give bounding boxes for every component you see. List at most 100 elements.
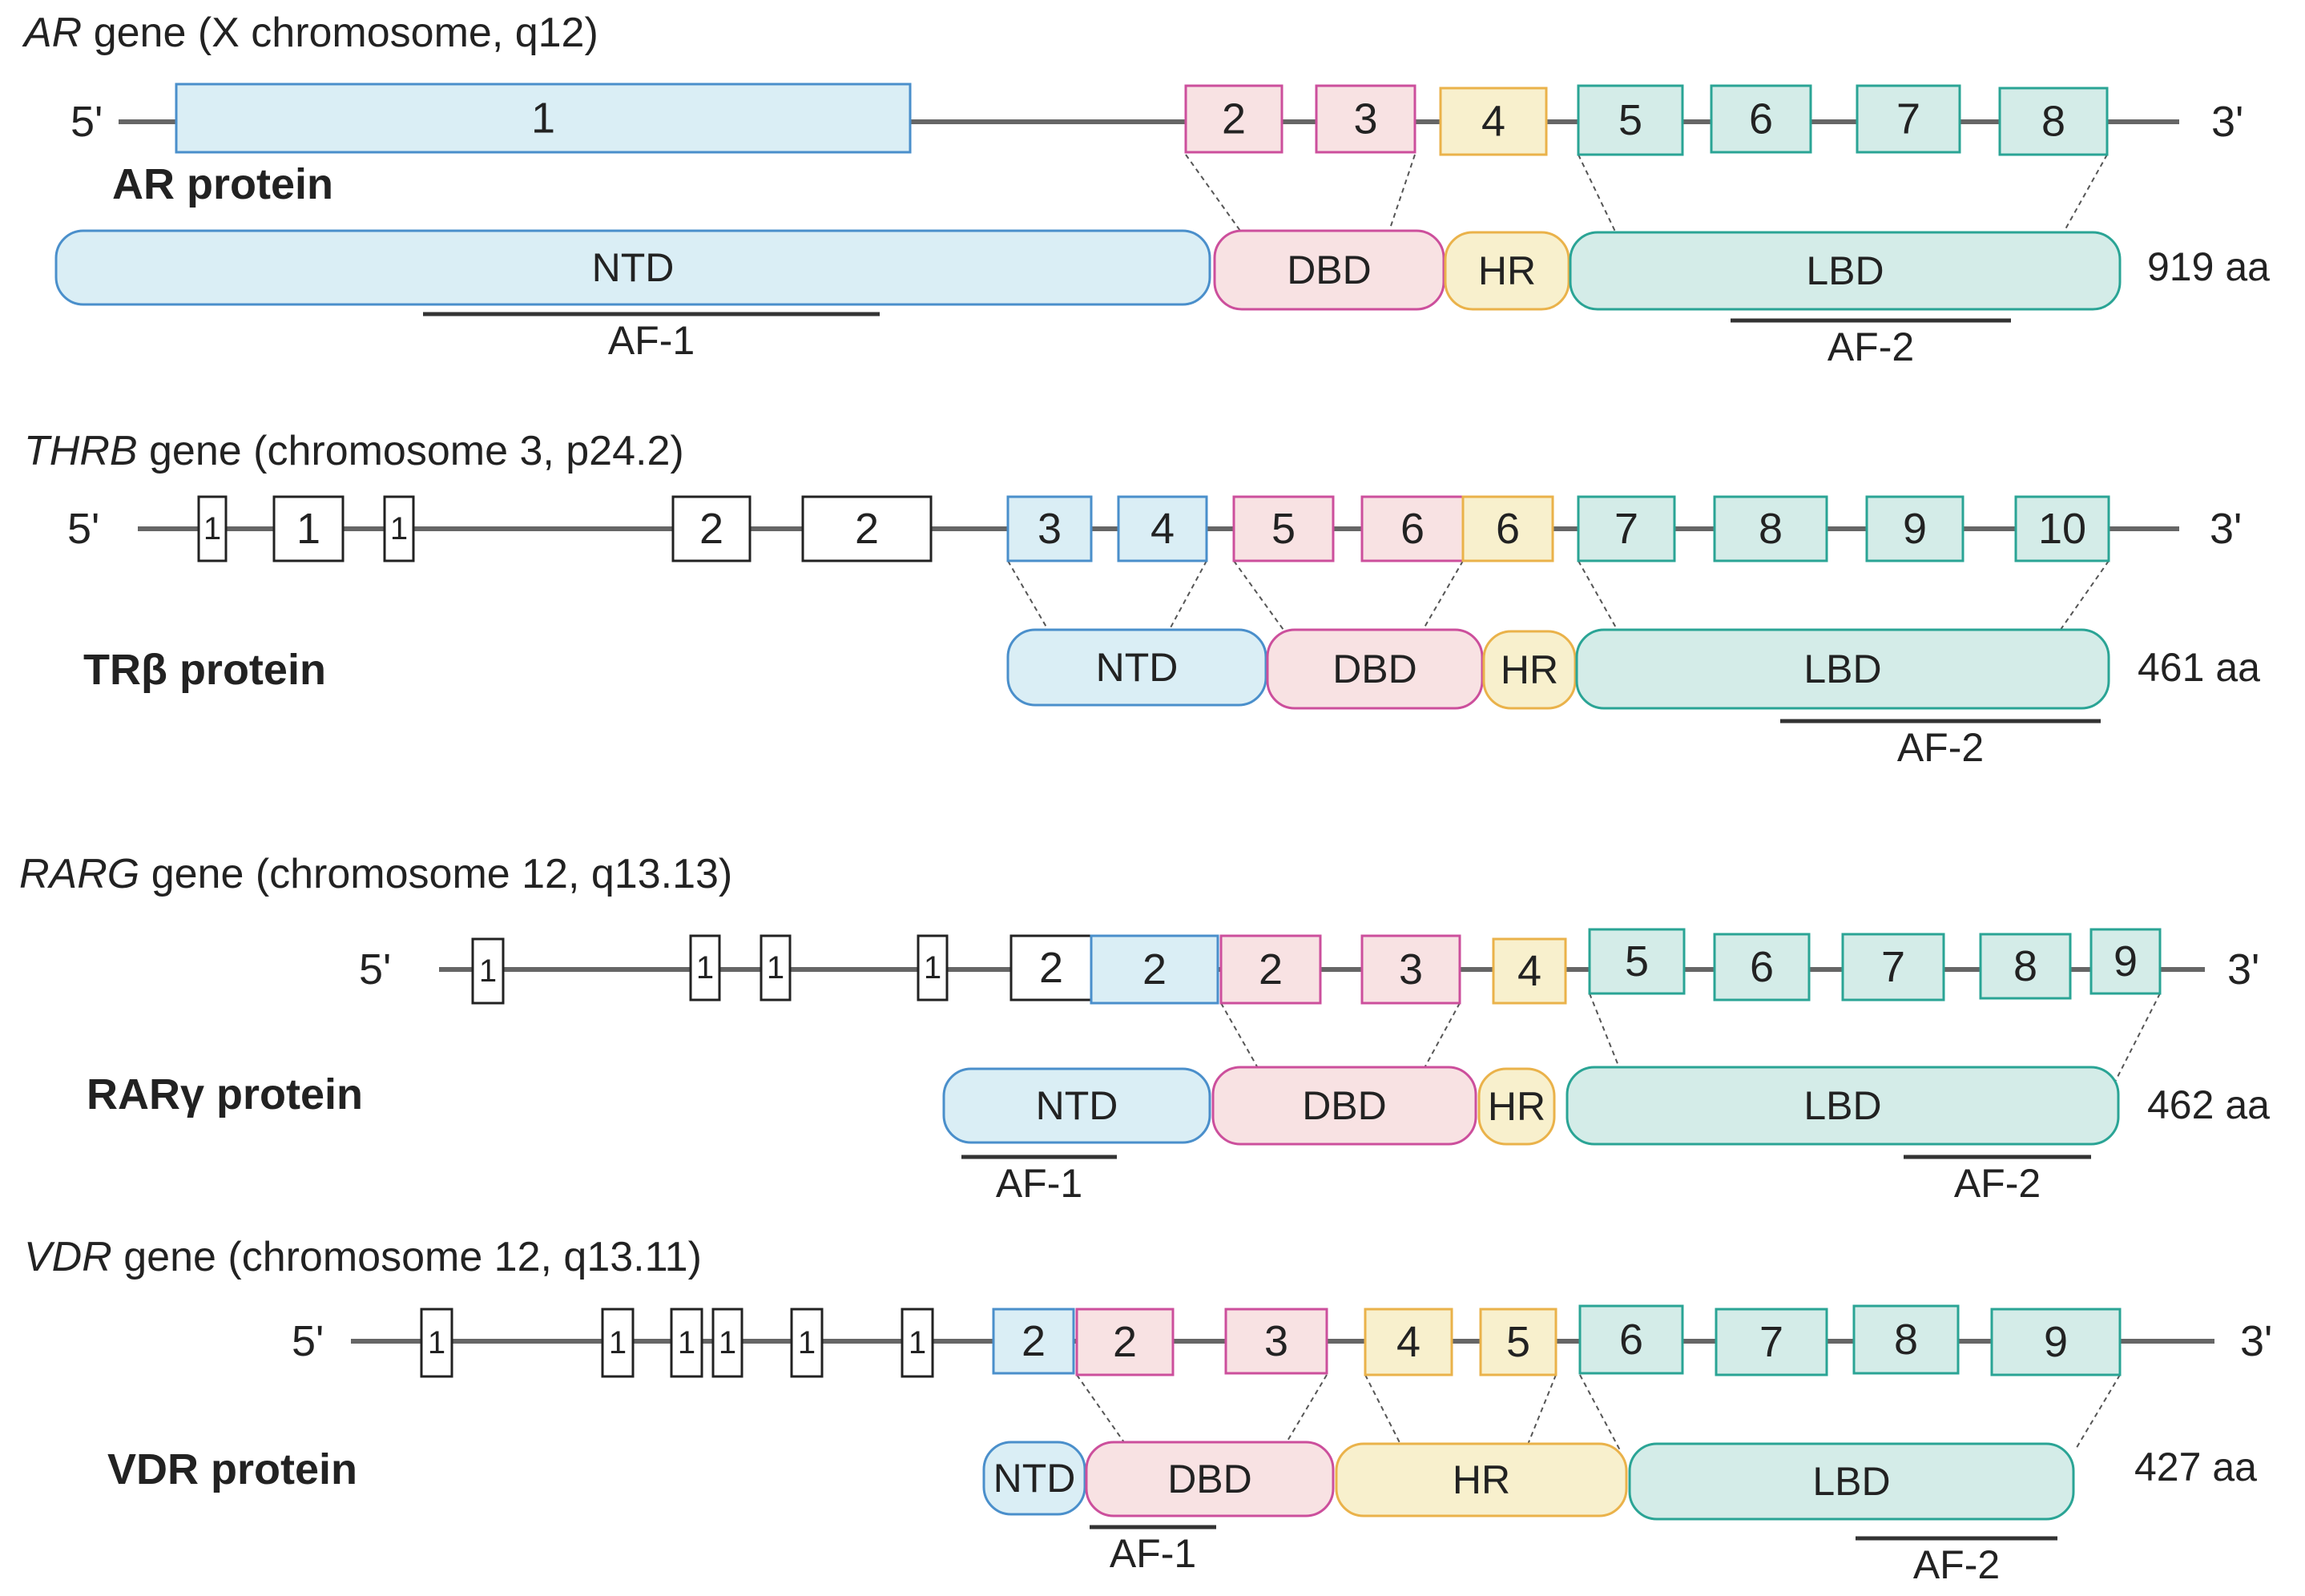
- exon-box: [671, 495, 752, 562]
- domain-dbd-box: [1085, 1441, 1335, 1517]
- exon-box: [1578, 1304, 1684, 1375]
- exon-box: [670, 1308, 703, 1378]
- exon-box: [1479, 1308, 1557, 1376]
- domain-lbd-box: [1566, 1066, 2120, 1146]
- exon-box: [197, 495, 228, 562]
- domain-label: NTD: [1096, 645, 1179, 690]
- gene-symbol: THRB: [24, 428, 138, 474]
- exon-box: [901, 1308, 934, 1378]
- five-prime-label: 5': [71, 98, 103, 146]
- exon-box: [1461, 495, 1554, 562]
- gene-location: gene (chromosome 3, p24.2): [138, 428, 684, 474]
- exon-box: [2014, 495, 2110, 562]
- exon-box: [1713, 933, 1811, 1002]
- exon-domain-connector: [1281, 1374, 1328, 1451]
- exon-number: 2: [1222, 95, 1246, 143]
- gene-title: VDR gene (chromosome 12, q13.11): [24, 1234, 702, 1280]
- exon-number: 6: [1619, 1316, 1643, 1364]
- domain-label: HR: [1453, 1457, 1510, 1502]
- protein-length: 462 aa: [2147, 1082, 2270, 1127]
- exon-box: [1315, 84, 1416, 154]
- domain-label: HR: [1501, 647, 1558, 692]
- domain-label: DBD: [1302, 1083, 1387, 1128]
- domain-hr-box: [1482, 630, 1577, 710]
- gene-title: RARG gene (chromosome 12, q13.13): [19, 851, 732, 897]
- exon-box: [1090, 934, 1219, 1005]
- af-region-label: AF-2: [1913, 1542, 2000, 1587]
- exon-number: 1: [428, 1325, 445, 1360]
- exon-number: 9: [1903, 505, 1927, 553]
- exon-number: 1: [390, 511, 408, 546]
- exon-number: 1: [678, 1325, 695, 1360]
- domain-dbd-box: [1213, 229, 1445, 311]
- exon-number: 6: [1496, 505, 1520, 553]
- domain-label: LBD: [1806, 248, 1884, 293]
- five-prime-label: 5': [67, 505, 99, 553]
- exon-number: 3: [1038, 505, 1062, 553]
- exon-box: [1577, 84, 1684, 156]
- exon-number: 1: [924, 950, 941, 985]
- domain-label: NTD: [993, 1456, 1076, 1501]
- exon-number: 10: [2038, 505, 2086, 553]
- domain-label: LBD: [1812, 1459, 1890, 1504]
- exon-domain-connector: [1233, 560, 1292, 642]
- gene-location: gene (chromosome 12, q13.13): [139, 851, 732, 897]
- exon-number: 2: [1142, 945, 1167, 993]
- exon-domain-connector: [1220, 1002, 1268, 1086]
- exon-number: 6: [1749, 95, 1773, 143]
- exon-number: 1: [479, 953, 497, 989]
- exon-number: 2: [855, 505, 879, 553]
- domain-label: DBD: [1332, 647, 1417, 691]
- protein-name: RARγ protein: [87, 1070, 363, 1118]
- exon-number: 4: [1481, 98, 1505, 146]
- gene-location: gene (chromosome 12, q13.11): [112, 1234, 702, 1280]
- exon-box: [1364, 1308, 1453, 1376]
- exon-box: [1841, 933, 1945, 1002]
- af-region-label: AF-1: [996, 1161, 1082, 1206]
- exon-box: [1865, 495, 1964, 562]
- domain-dbd-box: [1211, 1066, 1477, 1146]
- five-prime-label: 5': [292, 1317, 324, 1365]
- af-region-label: AF-1: [1110, 1531, 1196, 1576]
- gene-title: AR gene (X chromosome, q12): [22, 10, 598, 56]
- protein-name: AR protein: [112, 160, 333, 208]
- af-region-label: AF-2: [1827, 324, 1914, 369]
- exon-box: [1492, 937, 1567, 1005]
- exon-box: [601, 1308, 635, 1378]
- exon-number: 4: [1517, 947, 1541, 995]
- exon-number: 4: [1150, 505, 1175, 553]
- exon-box: [711, 1308, 743, 1378]
- exon-number: 5: [1271, 505, 1296, 553]
- exon-number: 1: [296, 505, 320, 553]
- domain-hr-box: [1444, 231, 1570, 311]
- exon-box: [383, 495, 415, 562]
- exon-number: 2: [1259, 945, 1283, 993]
- exon-box: [1588, 928, 1686, 995]
- exon-box: [1184, 84, 1283, 154]
- exon-domain-connector: [1589, 993, 1632, 1098]
- three-prime-label: 3': [2211, 98, 2243, 146]
- gene-symbol: VDR: [24, 1234, 112, 1280]
- protein-length: 427 aa: [2134, 1445, 2257, 1489]
- domain-label: HR: [1488, 1084, 1545, 1129]
- exon-number: 3: [1353, 95, 1377, 143]
- exon-box: [917, 934, 949, 1002]
- exon-box: [1979, 933, 2072, 1000]
- af-region-label: AF-2: [1897, 725, 1984, 770]
- exon-box: [1009, 934, 1093, 1002]
- domain-lbd-box: [1575, 628, 2110, 710]
- domain-label: NTD: [592, 245, 675, 290]
- domain-ntd-box: [1006, 628, 1267, 707]
- af-region-label: AF-2: [1954, 1161, 2041, 1206]
- exon-box: [760, 934, 792, 1002]
- exon-box: [1439, 87, 1548, 156]
- domain-ntd-box: [54, 229, 1211, 306]
- exon-box: [175, 83, 912, 154]
- exon-number: 7: [1896, 95, 1920, 143]
- exon-number: 2: [1039, 944, 1063, 992]
- exon-box: [1117, 495, 1208, 562]
- three-prime-label: 3': [2210, 505, 2242, 553]
